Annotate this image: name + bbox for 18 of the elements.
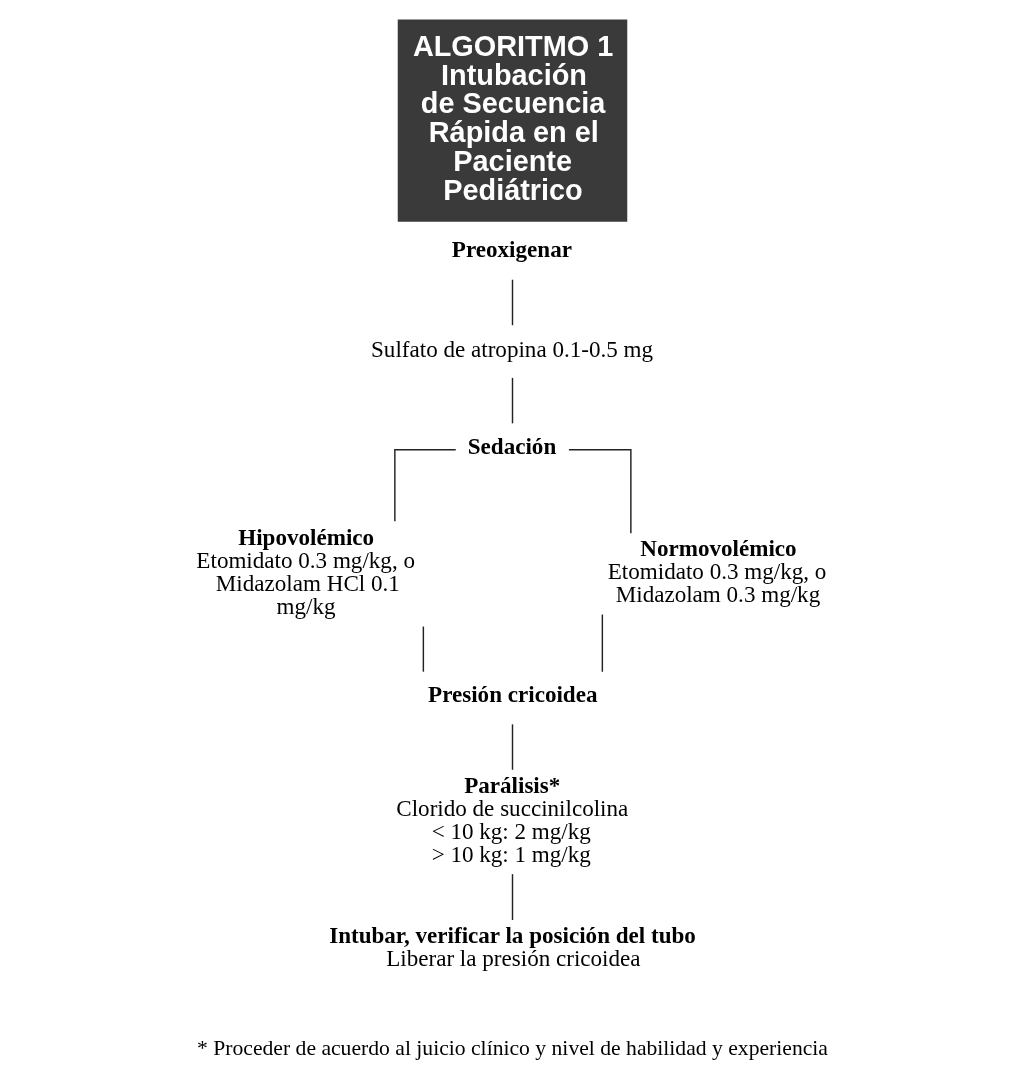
node-text: Sedación — [467, 432, 556, 459]
connector — [422, 625, 424, 673]
node-text: Sulfato de atropina 0.1-0.5 mg — [370, 336, 653, 363]
connector — [511, 723, 513, 771]
connector — [567, 449, 632, 534]
node-text: Intubar, verificar la posición del tubo Liberar la presión cricoidea — [328, 922, 696, 972]
connector — [601, 613, 603, 673]
connector — [393, 449, 456, 522]
connector — [511, 873, 513, 921]
node-text: Normovolémico Etomidato 0.3 mg/kg, o Midazolam 0.3 mg/kg — [607, 535, 826, 608]
node-text: Presión cricoidea — [427, 681, 597, 708]
node-text: Hipovolémico Etomidato 0.3 mg/kg, o Midazolam HCl 0.1 mg/kg — [195, 523, 415, 619]
caption: * Proceder de acuerdo al juicio clínico y nivel de habilidad y experiencia — [196, 1036, 828, 1061]
connector — [511, 279, 513, 326]
node-text: Parálisis* Clorido de succinilcolina < 10 kg: 2 mg/kg > 10 kg: 1 mg/kg — [395, 771, 628, 868]
diagram-title: ALGORITMO 1 Intubación de Secuencia Rápida en el Paciente Pediátrico — [412, 29, 613, 206]
node-text: Preoxigenar — [451, 236, 572, 263]
connector — [511, 377, 513, 425]
